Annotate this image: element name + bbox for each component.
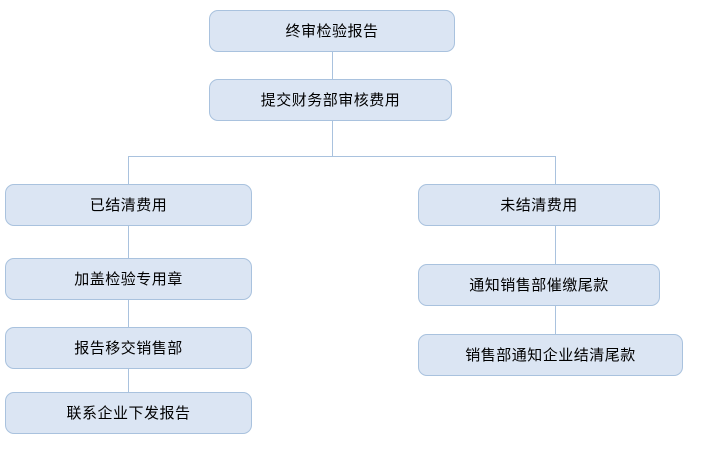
connector-n2-branch-stem [332, 120, 333, 157]
connector-n3-n5 [128, 226, 129, 258]
node-fee-unsettled[interactable]: 未结清费用 [418, 184, 660, 226]
node-submit-finance-review-fee[interactable]: 提交财务部审核费用 [209, 79, 452, 121]
connector-n7-n9 [128, 369, 129, 392]
connector-n6-n8 [555, 306, 556, 334]
connector-branch-left-drop [128, 156, 129, 184]
connector-branch-bar [128, 156, 556, 157]
connector-n1-n2 [332, 51, 333, 79]
node-fee-settled[interactable]: 已结清费用 [5, 184, 252, 226]
node-notify-sales-collect-balance[interactable]: 通知销售部催缴尾款 [418, 264, 660, 306]
node-final-inspection-report[interactable]: 终审检验报告 [209, 10, 455, 52]
node-contact-company-issue-report[interactable]: 联系企业下发报告 [5, 392, 252, 434]
node-affix-inspection-seal[interactable]: 加盖检验专用章 [5, 258, 252, 300]
connector-n4-n6 [555, 226, 556, 264]
connector-n5-n7 [128, 300, 129, 327]
node-sales-notify-company-settle[interactable]: 销售部通知企业结清尾款 [418, 334, 683, 376]
node-transfer-report-to-sales[interactable]: 报告移交销售部 [5, 327, 252, 369]
connector-branch-right-drop [555, 156, 556, 184]
